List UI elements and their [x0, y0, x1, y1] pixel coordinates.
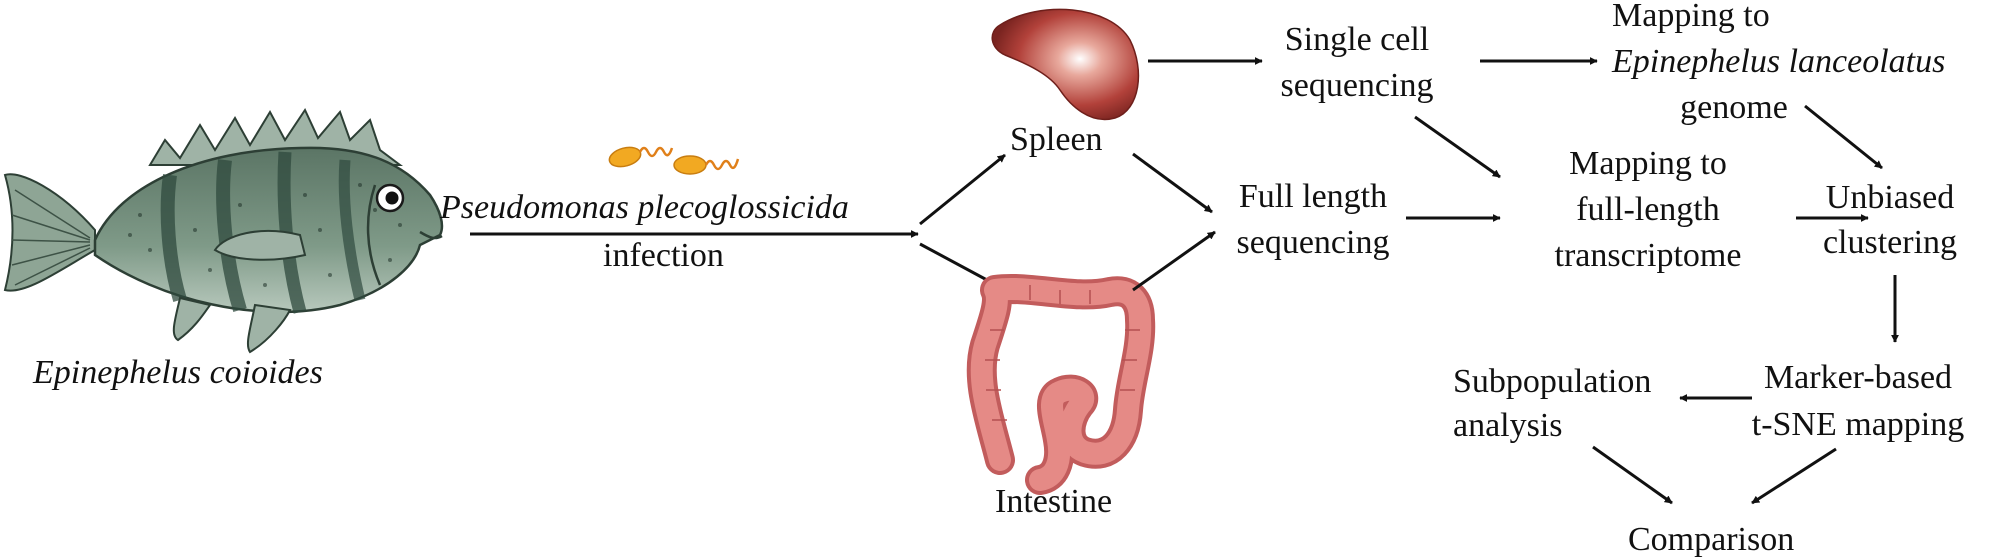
tsne-line1: Marker-based — [1764, 359, 1952, 396]
spleen-organ-illustration — [991, 8, 1140, 121]
fish-species-label: Epinephelus coioides — [32, 354, 323, 391]
transcriptome-mapping-line1: Mapping to — [1569, 145, 1727, 182]
arrow-spleen-to-full-length — [1132, 152, 1213, 214]
arrow-subpopulation-to-comparison — [1592, 445, 1673, 505]
clustering-line1: Unbiased — [1826, 179, 1954, 216]
genome-mapping-line3: genome — [1680, 89, 1788, 126]
intestine-organ-illustration — [966, 273, 1156, 495]
subpopulation-line1: Subpopulation — [1453, 363, 1651, 400]
intestine-label: Intestine — [995, 483, 1112, 520]
single-cell-line2: sequencing — [1281, 67, 1434, 104]
clustering-node: Unbiased clustering — [1823, 179, 1957, 261]
arrow-single-cell-to-transcriptome — [1414, 115, 1501, 179]
full-length-line1: Full length — [1239, 178, 1387, 215]
grouper-fish-illustration — [3, 107, 444, 354]
full-length-line2: sequencing — [1237, 224, 1390, 261]
subpopulation-node: Subpopulation analysis — [1453, 363, 1651, 444]
transcriptome-mapping-line3: transcriptome — [1555, 237, 1742, 274]
arrow-to-spleen — [919, 153, 1006, 226]
single-cell-line1: Single cell — [1285, 21, 1429, 58]
subpopulation-line2: analysis — [1453, 407, 1563, 444]
bacteria-icon — [608, 146, 740, 175]
pathogen-label: Pseudomonas plecoglossicida — [439, 189, 849, 226]
genome-mapping-line1: Mapping to — [1612, 0, 1770, 34]
spleen-label: Spleen — [1010, 121, 1103, 158]
transcriptome-mapping-node: Mapping to full-length transcriptome — [1555, 145, 1742, 274]
infection-label: infection — [603, 237, 724, 274]
arrow-intestine-to-full-length — [1132, 230, 1216, 292]
tsne-line2: t-SNE mapping — [1752, 406, 1964, 443]
tsne-mapping-node: Marker-based t-SNE mapping — [1752, 359, 1964, 443]
genome-mapping-species: Epinephelus lanceolatus — [1611, 43, 1945, 80]
single-cell-sequencing-node: Single cell sequencing — [1281, 21, 1434, 104]
arrow-tsne-to-comparison — [1751, 447, 1837, 505]
comparison-node: Comparison — [1628, 521, 1794, 558]
transcriptome-mapping-line2: full-length — [1576, 191, 1720, 228]
genome-mapping-node: Mapping to Epinephelus lanceolatus genom… — [1611, 0, 1945, 126]
arrow-genome-to-clustering — [1804, 104, 1883, 170]
clustering-line2: clustering — [1823, 224, 1957, 261]
full-length-sequencing-node: Full length sequencing — [1237, 178, 1390, 261]
